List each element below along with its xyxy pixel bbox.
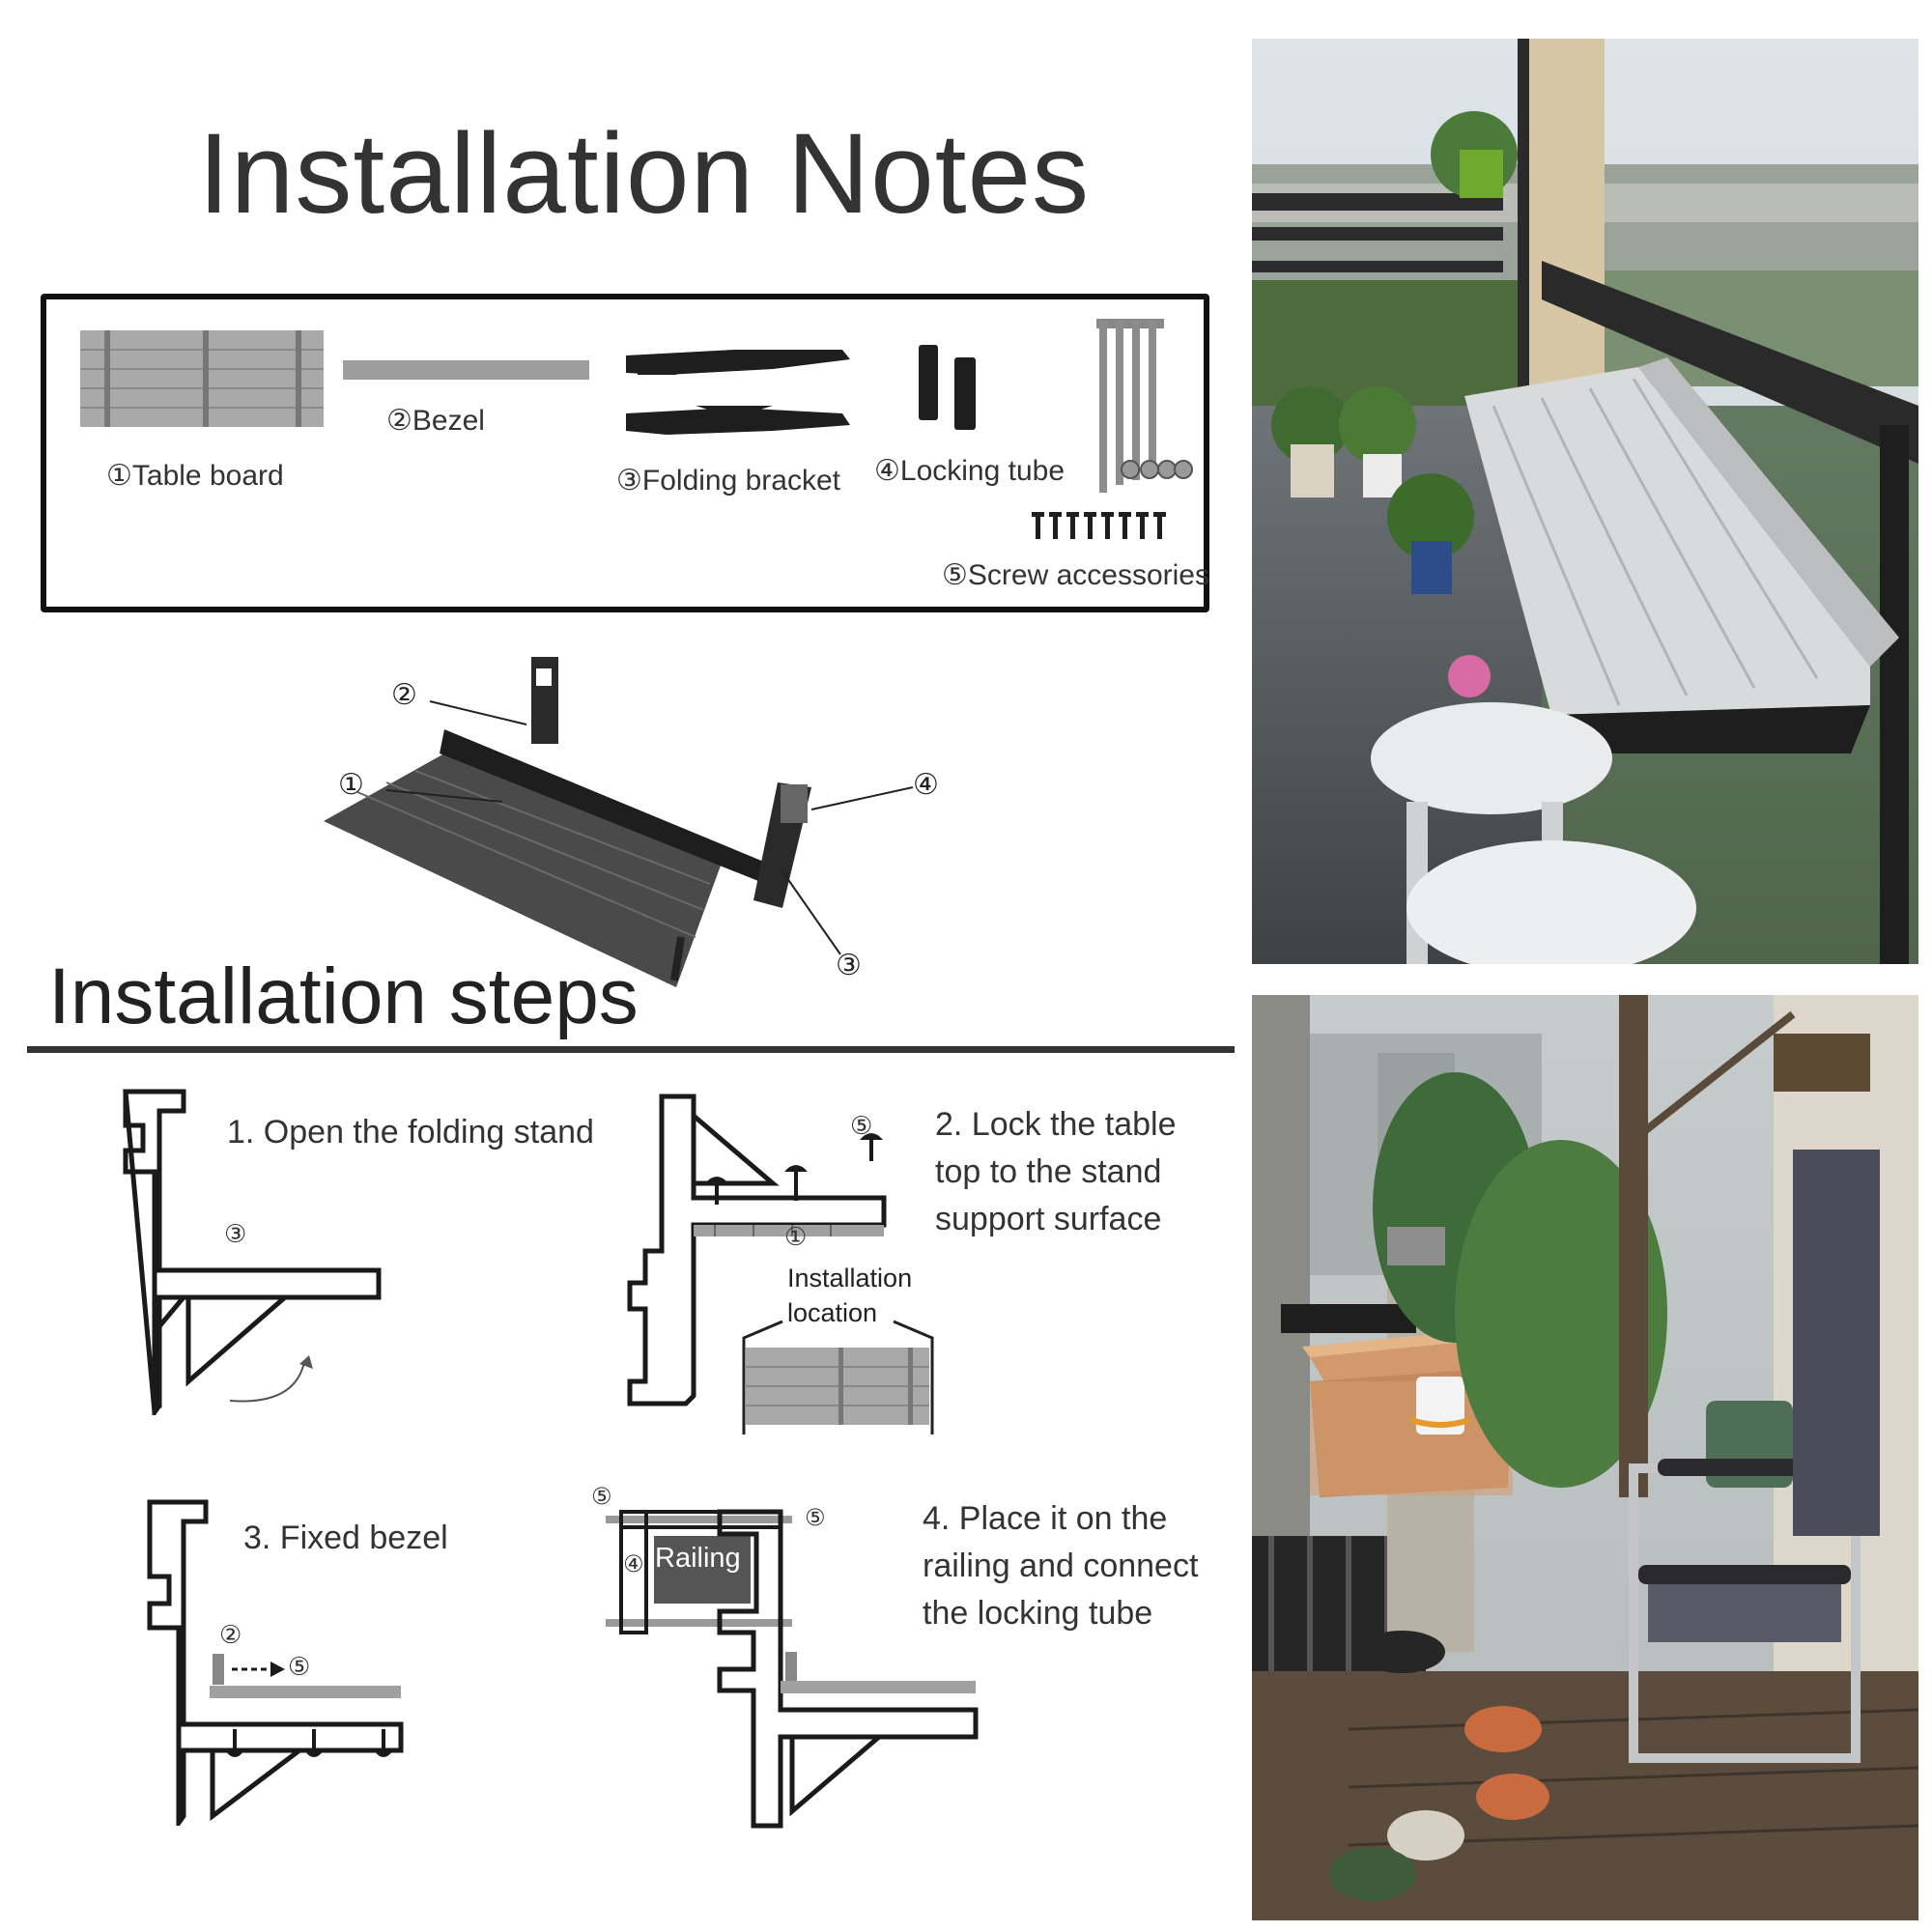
step-1-text: 1. Open the folding stand	[227, 1109, 594, 1156]
step-1-diagram	[123, 1089, 382, 1415]
step-3-line-1: 3. Fixed bezel	[243, 1520, 448, 1556]
assembly-illustration	[324, 657, 811, 987]
step-4-diagram	[606, 1509, 979, 1829]
step-1-marker: ③	[224, 1219, 247, 1248]
parts-list-box	[41, 294, 1209, 612]
step-2-line-3: support surface	[935, 1201, 1162, 1237]
parts-illustrations	[80, 319, 1193, 539]
assembly-callout-3: ③	[836, 950, 862, 981]
balcony-photo-grey-table	[1252, 39, 1918, 964]
installation-location-line-2: location	[787, 1298, 878, 1327]
part-label-table-board: ①Table board	[106, 460, 284, 492]
steps-divider	[27, 1046, 1235, 1053]
part-label-locking-tube: ④Locking tube	[874, 455, 1065, 487]
step-4-line-1: 4. Place it on the	[923, 1500, 1168, 1537]
table-board-illustration	[80, 330, 324, 427]
step-2-marker-screw: ⑤	[850, 1111, 873, 1140]
step-3-marker-bezel: ②	[219, 1620, 242, 1649]
assembly-callout-1: ①	[338, 769, 364, 801]
step-3-marker-screw: ⑤	[288, 1652, 311, 1681]
step-2-diagram	[627, 1094, 887, 1406]
step-4-text: 4. Place it on the railing and connect t…	[923, 1495, 1198, 1637]
step-2-line-1: 2. Lock the table	[935, 1106, 1177, 1143]
bezel-illustration	[343, 360, 589, 380]
balcony-photo-wood-table	[1252, 995, 1918, 1920]
step-3-text: 3. Fixed bezel	[243, 1515, 448, 1562]
step-4-marker-tube: ④	[623, 1551, 644, 1577]
railing-label: Railing	[655, 1543, 741, 1574]
step-2-marker-board: ①	[784, 1222, 808, 1251]
part-label-bezel: ②Bezel	[386, 405, 485, 437]
step-4-line-3: the locking tube	[923, 1595, 1153, 1632]
installation-location-line-1: Installation	[787, 1264, 913, 1293]
installation-location-label: Installation location	[787, 1261, 912, 1330]
part-label-folding-bracket: ③Folding bracket	[616, 465, 841, 497]
installation-location-board	[742, 1320, 934, 1435]
assembly-callout-4: ④	[913, 769, 939, 801]
step-2-line-2: top to the stand	[935, 1153, 1162, 1190]
step-4-marker-screw-right: ⑤	[805, 1505, 826, 1531]
screw-accessories-illustration	[1032, 319, 1193, 539]
folding-bracket-illustration	[626, 350, 850, 435]
steps-title: Installation steps	[48, 952, 639, 1040]
step-3-diagram	[147, 1499, 404, 1826]
step-4-marker-screw-left: ⑤	[591, 1484, 612, 1510]
assembly-callout-2: ②	[391, 679, 417, 711]
page-title: Installation Notes	[198, 110, 1091, 238]
step-4-line-2: railing and connect	[923, 1548, 1199, 1584]
assembly-leader-lines	[385, 700, 914, 955]
step-1-line-1: 1. Open the folding stand	[227, 1114, 594, 1151]
part-label-screw-accessories: ⑤Screw accessories	[942, 559, 1209, 591]
step-2-text: 2. Lock the table top to the stand suppo…	[935, 1101, 1177, 1243]
locking-tube-illustration	[919, 345, 976, 430]
